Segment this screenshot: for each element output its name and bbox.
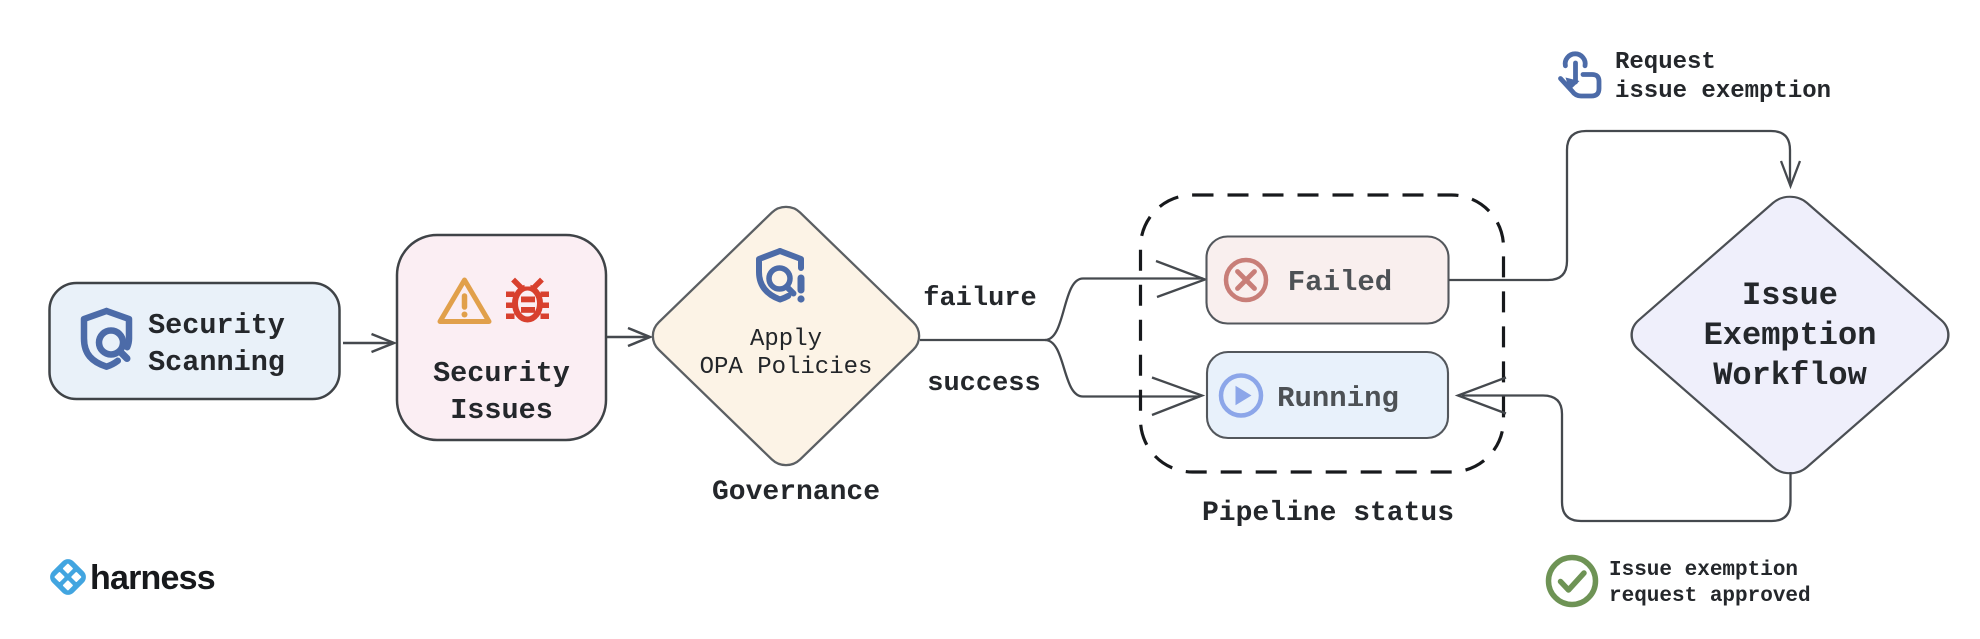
svg-text:harness: harness xyxy=(90,559,215,597)
svg-text:Apply: Apply xyxy=(750,326,822,353)
svg-text:Security: Security xyxy=(148,309,285,342)
svg-text:Issue exemption: Issue exemption xyxy=(1609,559,1798,582)
svg-text:Exemption: Exemption xyxy=(1704,317,1877,354)
svg-text:Request: Request xyxy=(1615,49,1716,76)
svg-text:Issue: Issue xyxy=(1742,277,1838,314)
svg-text:failure: failure xyxy=(923,284,1036,314)
svg-text:Running: Running xyxy=(1277,382,1399,415)
svg-text:issue exemption: issue exemption xyxy=(1615,78,1831,105)
svg-text:Governance: Governance xyxy=(712,477,880,508)
svg-text:success: success xyxy=(927,369,1040,399)
svg-text:Security: Security xyxy=(433,357,570,390)
svg-text:Issues: Issues xyxy=(450,394,553,427)
svg-text:Failed: Failed xyxy=(1288,266,1392,299)
svg-text:Scanning: Scanning xyxy=(148,346,285,379)
svg-text:OPA Policies: OPA Policies xyxy=(700,354,873,381)
svg-text:Workflow: Workflow xyxy=(1713,357,1867,394)
svg-text:Pipeline status: Pipeline status xyxy=(1202,498,1454,529)
svg-text:request approved: request approved xyxy=(1609,585,1811,608)
